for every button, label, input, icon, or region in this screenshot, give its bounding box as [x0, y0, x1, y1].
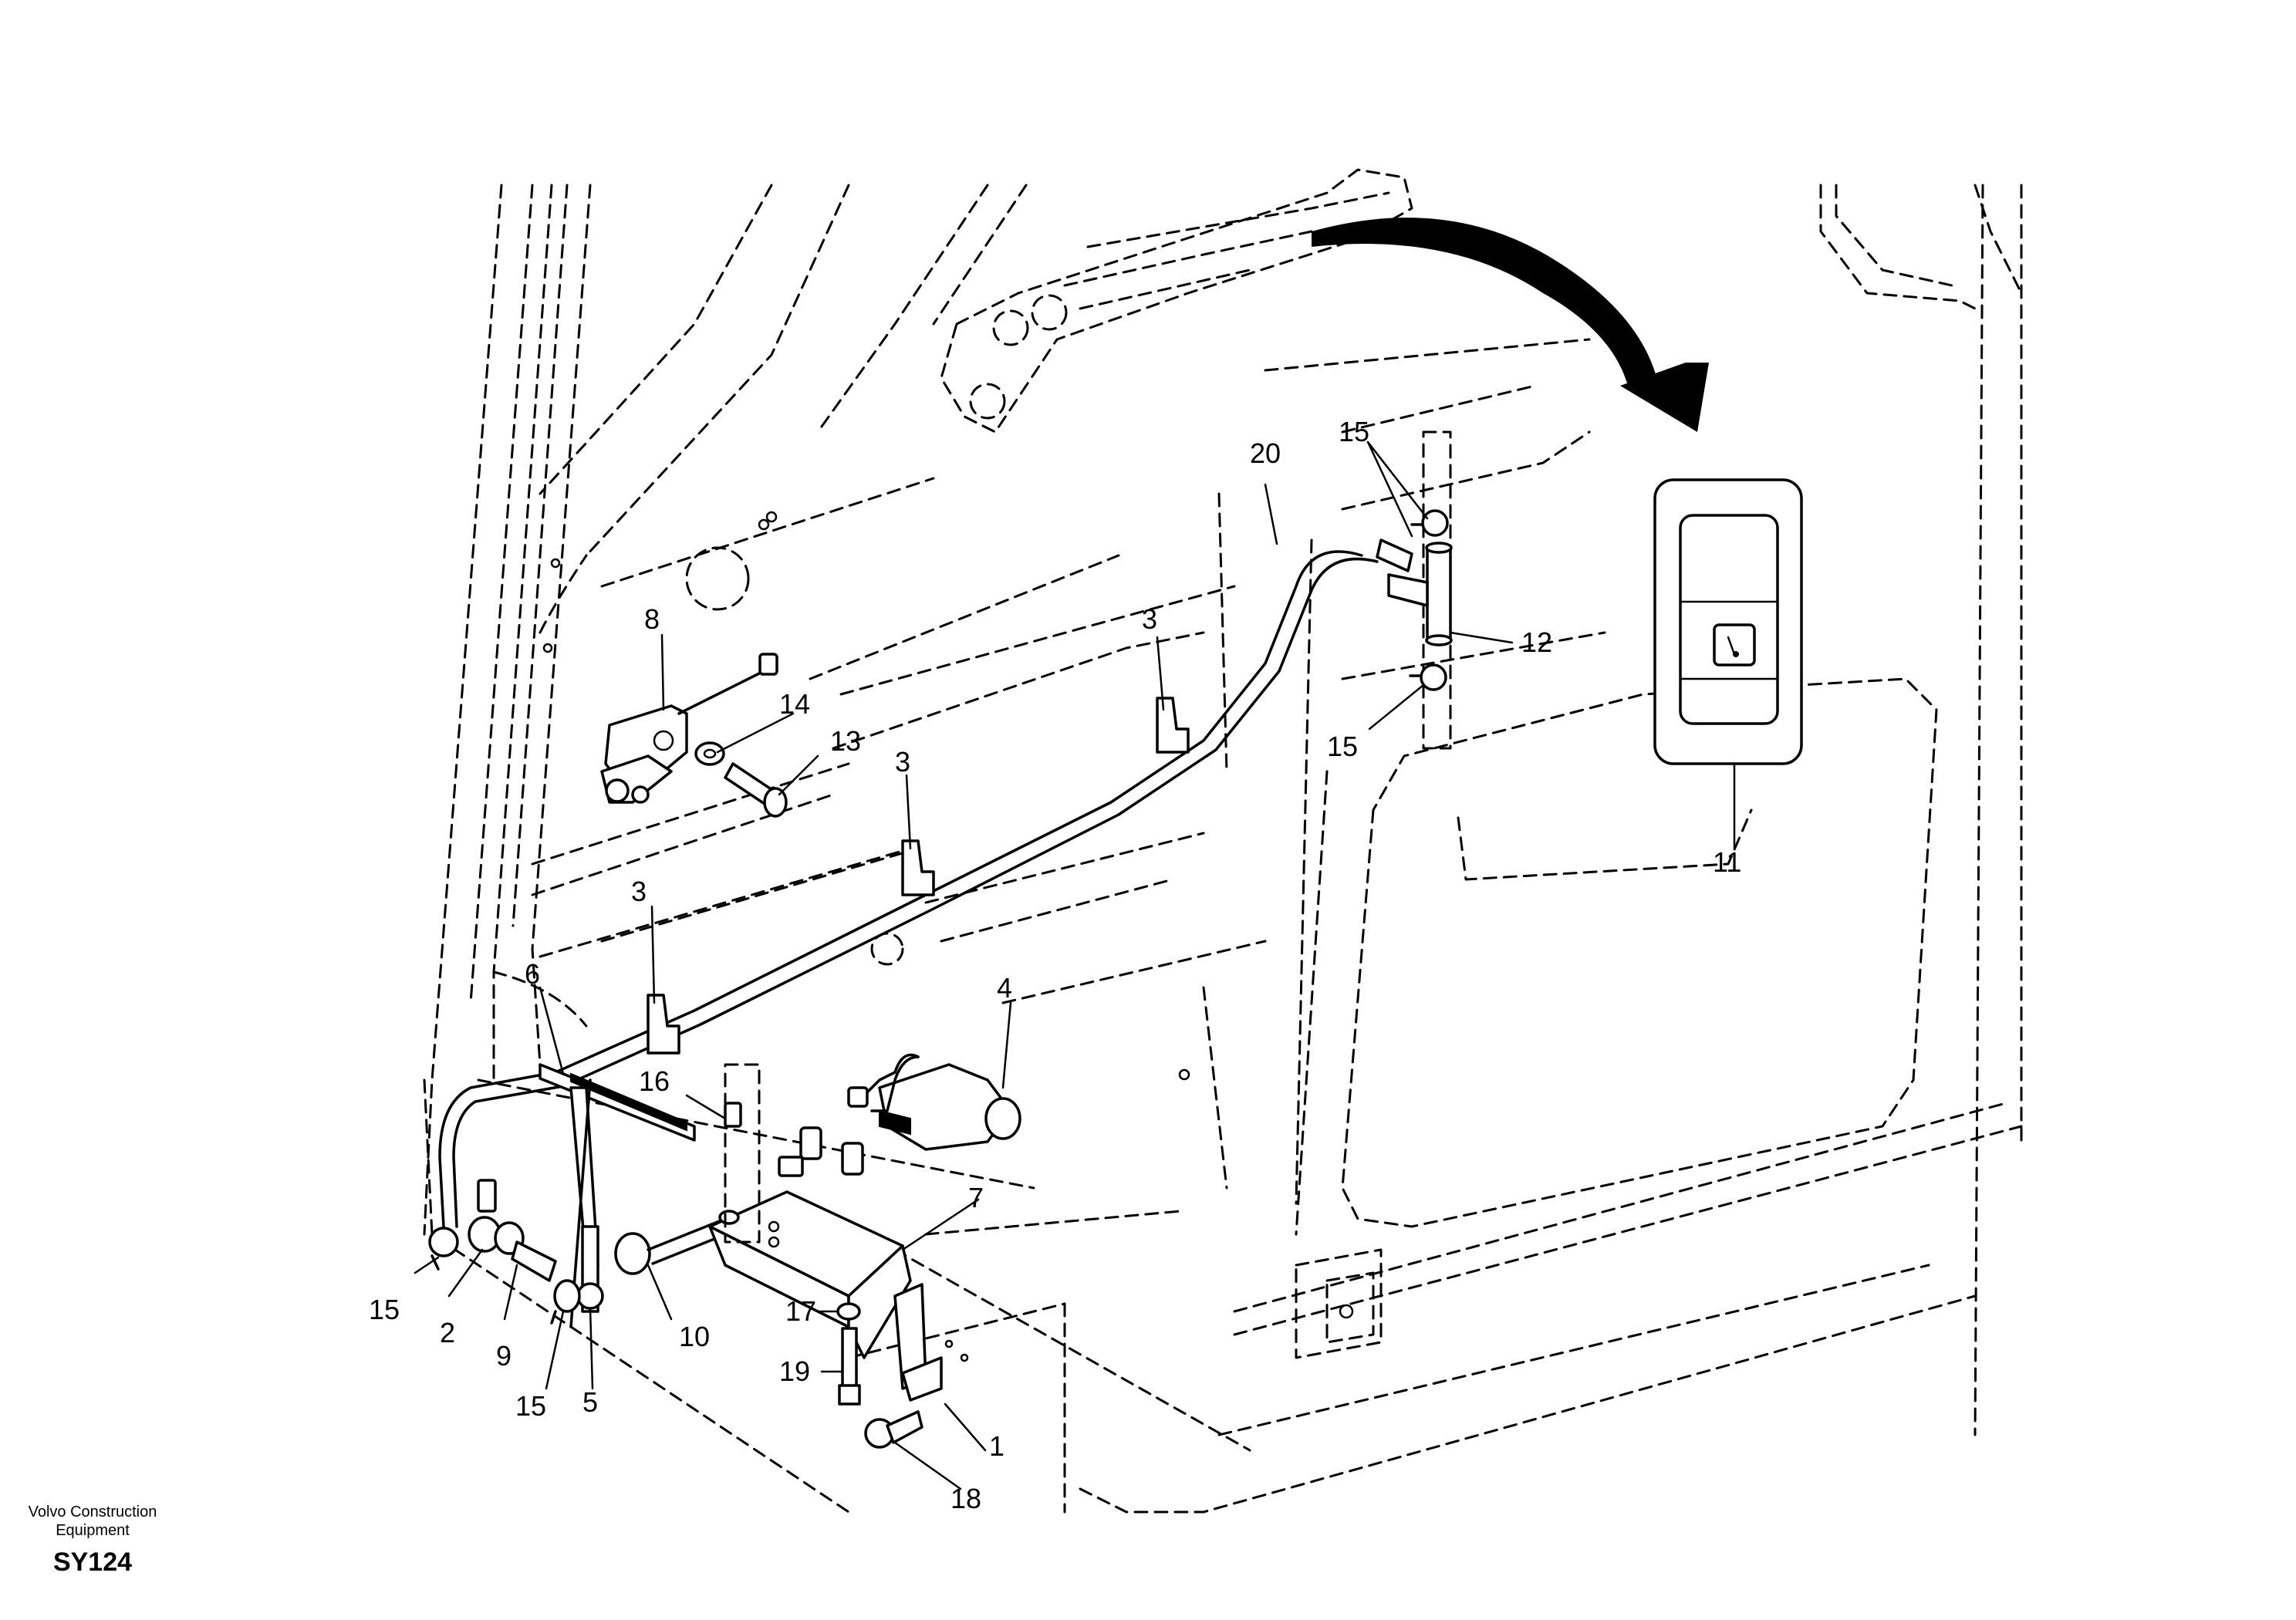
callout-10: 10: [679, 1321, 710, 1352]
callout-3: 3: [631, 876, 647, 907]
drawing-footer: Volvo Construction Equipment SY124: [0, 1503, 185, 1578]
washer-switch-panel: [1653, 478, 1803, 765]
callout-17: 17: [785, 1295, 816, 1327]
callout-15: 15: [1339, 416, 1369, 447]
callout-19: 19: [779, 1355, 810, 1387]
callout-15: 15: [369, 1294, 400, 1325]
hose-clips: [647, 697, 1190, 1055]
callout-14: 14: [779, 688, 810, 720]
callout-13: 13: [830, 725, 861, 757]
callout-4: 4: [997, 972, 1012, 1004]
cab-outline: [423, 168, 2023, 1514]
callout-labels: 20 15 12 15 11 3 3 3 8 14 13 4 7 16 6 15…: [369, 416, 1741, 1514]
t-connector: [1376, 430, 1453, 750]
callout-5: 5: [582, 1386, 598, 1418]
callout-20: 20: [1250, 437, 1281, 469]
company-name-line2: Equipment: [56, 1522, 130, 1539]
callout-9: 9: [496, 1340, 512, 1372]
callout-6: 6: [525, 958, 540, 990]
callout-16: 16: [639, 1065, 670, 1097]
callout-8: 8: [644, 603, 660, 635]
bottom-fasteners: [836, 1283, 969, 1449]
callout-1: 1: [989, 1430, 1004, 1462]
callout-18: 18: [950, 1483, 981, 1514]
leader-lines: [414, 440, 1736, 1490]
motor-bracket: [708, 1053, 1021, 1359]
callout-3: 3: [895, 746, 910, 778]
callout-15: 15: [515, 1390, 546, 1422]
bottom-left-fittings: [428, 1179, 731, 1325]
callout-15: 15: [1327, 731, 1358, 762]
callout-2: 2: [440, 1317, 455, 1348]
callout-11: 11: [1713, 846, 1741, 878]
detail-arrow: [1312, 218, 1709, 432]
callout-7: 7: [968, 1182, 984, 1213]
company-name-line1: Volvo Construction: [28, 1504, 157, 1520]
callout-3: 3: [1142, 603, 1157, 635]
wiper-blade-arm: [539, 1063, 696, 1328]
drawing-code: SY124: [52, 1547, 133, 1577]
callout-12: 12: [1521, 626, 1552, 658]
wiper-link: [600, 653, 788, 818]
